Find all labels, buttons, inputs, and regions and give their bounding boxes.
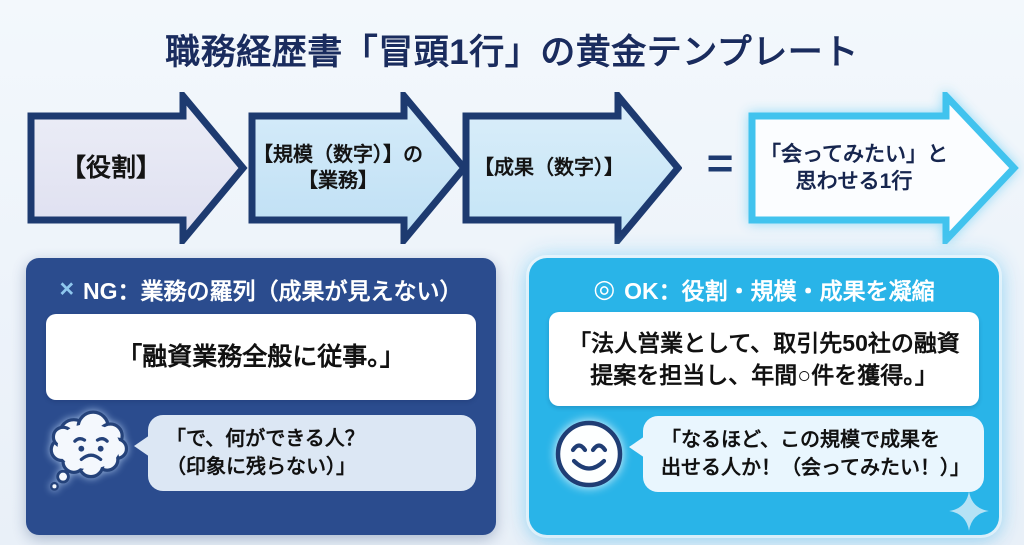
ok-reaction-line: 「なるほど、この規模で成果を	[661, 429, 940, 451]
flow-goal-line: 思わせる1行	[795, 170, 913, 193]
arrow-shape-icon	[248, 92, 468, 244]
flow-goal-line: 「会ってみたい」と	[760, 142, 948, 166]
ok-card: ◎ OK：役割・規模・成果を凝縮 「法人営業として、取引先50社の融資 提案を担…	[529, 258, 999, 535]
ng-reaction-row: 「で、何ができる人？ （印象に残らない）」	[48, 408, 476, 498]
arrow-shape-icon	[462, 92, 682, 244]
flow-step-3-line: 【成果（数字）】	[474, 157, 624, 179]
flow-goal-label: 「会ってみたい」と 思わせる1行	[754, 92, 954, 244]
ng-quote-text: 「融資業務全般に従事。」	[117, 342, 405, 371]
ok-reaction-bubble: 「なるほど、この規模で成果を 出せる人か！（会ってみたい！）」	[629, 416, 984, 492]
cross-mark-icon: ×	[59, 274, 75, 303]
flow-step-2-line: 【規模（数字）】の	[253, 144, 423, 166]
flow-step-1-line: 【役割】	[60, 153, 161, 182]
flow-step-3-label: 【成果（数字）】	[466, 92, 632, 244]
ok-quote-line: 「法人営業として、取引先50社の融資	[568, 329, 960, 356]
ng-quote-box: 「融資業務全般に従事。」	[46, 314, 476, 400]
ng-reaction-bubble: 「で、何ができる人？ （印象に残らない）」	[134, 415, 476, 491]
equals-sign: =	[706, 139, 734, 187]
sad-thought-cloud-icon	[49, 410, 129, 491]
flow-arrow-scale-duty: 【規模（数字）】の 【業務】	[248, 92, 468, 244]
ok-heading: OK：役割・規模・成果を凝縮	[624, 278, 935, 304]
flow-arrow-goal: 「会ってみたい」と 思わせる1行	[748, 92, 1020, 244]
arrow-shape-icon	[748, 92, 1019, 244]
page-title: 職務経歴書「冒頭1行」の黄金テンプレート	[165, 33, 859, 72]
flow-step-2-label: 【規模（数字）】の 【業務】	[248, 92, 428, 244]
ng-card-header: × NG：業務の羅列（成果が見えない）	[26, 272, 496, 306]
ok-reaction-line: 出せる人か！（会ってみたい！）」	[661, 457, 970, 479]
arrow-shape-icon	[27, 92, 248, 244]
smiling-face-icon	[555, 420, 623, 488]
double-circle-mark-icon: ◎	[593, 275, 616, 303]
ng-reaction-line: 「で、何ができる人？	[166, 428, 365, 450]
ok-quote-box: 「法人営業として、取引先50社の融資 提案を担当し、年間○件を獲得。」	[549, 312, 979, 406]
sparkle-icon	[949, 491, 989, 531]
flow-step-1-label: 【役割】	[30, 92, 192, 244]
ok-quote-line: 提案を担当し、年間○件を獲得。」	[590, 362, 938, 388]
ok-card-header: ◎ OK：役割・規模・成果を凝縮	[529, 272, 999, 306]
flow-arrow-role: 【役割】	[26, 92, 248, 244]
flow-step-2-line: 【業務】	[298, 170, 378, 192]
ok-reaction-row: 「なるほど、この規模で成果を 出せる人か！（会ってみたい！）」	[551, 416, 984, 492]
ng-reaction-line: （印象に残らない）」	[166, 456, 356, 478]
ng-heading: NG：業務の羅列（成果が見えない）	[83, 278, 463, 304]
flow-arrow-result: 【成果（数字）】	[462, 92, 682, 244]
ng-card: × NG：業務の羅列（成果が見えない） 「融資業務全般に従事。」	[26, 258, 496, 535]
